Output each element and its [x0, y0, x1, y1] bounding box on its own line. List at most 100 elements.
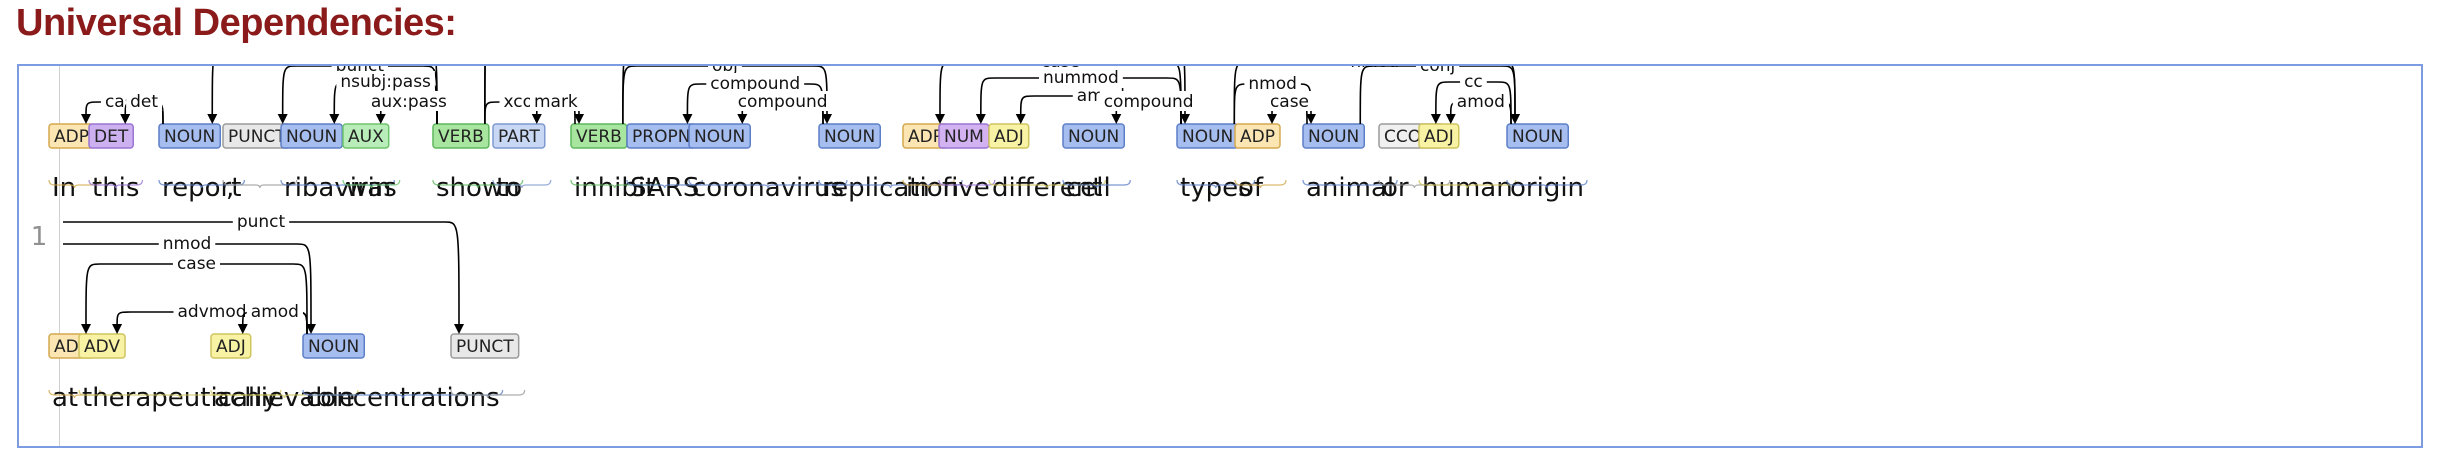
pos-tag-label: ADP — [1240, 127, 1275, 147]
arc-compound: compound — [1099, 91, 1198, 125]
word-text: cell — [1066, 173, 1111, 203]
sentence-line-number: 1 — [30, 222, 48, 252]
arc-arrowhead — [1111, 114, 1122, 124]
word-text: of — [1238, 173, 1264, 203]
token-: PUNCT. — [450, 333, 526, 413]
arc-arrowhead — [531, 114, 542, 124]
pos-tag-label: ADP — [908, 127, 943, 147]
pos-tag-label: NOUN — [1308, 127, 1359, 147]
arc-nmod: nmodnmod — [63, 66, 486, 334]
pos-tag-label: NOUN — [694, 127, 745, 147]
arc-arrowhead — [1306, 114, 1316, 124]
dependency-graph: ADPInDETthisNOUNreportPUNCT,NOUNribaviri… — [48, 66, 1588, 413]
pos-tag-label: NUM — [944, 127, 984, 147]
arc-arrowhead — [1180, 114, 1190, 124]
pos-tag-label: ADV — [84, 337, 120, 357]
token-five: NUM five — [938, 123, 996, 203]
arc-label: case — [177, 254, 216, 274]
token-bracket — [492, 179, 552, 189]
token-bracket — [88, 179, 144, 189]
arc-compound: compound — [733, 91, 832, 125]
arc-label-bg — [232, 211, 290, 231]
pos-tag-label: ADJ — [216, 337, 246, 357]
pos-tag-box — [342, 123, 390, 149]
pos-tag-label: NOUN — [1512, 127, 1563, 147]
arc-line — [85, 263, 308, 335]
pos-tag-label: ADJ — [1424, 127, 1454, 147]
pos-tag-label: VERB — [576, 127, 622, 147]
arc-arrowhead — [80, 114, 91, 124]
arc-label: conj — [1420, 66, 1455, 76]
word-text: five — [942, 173, 990, 203]
arc-label-bg — [1460, 71, 1487, 91]
arc-arrowhead — [1266, 114, 1277, 124]
pos-tag-label: NOUN — [824, 127, 875, 147]
pos-tag-label: PUNCT — [228, 127, 286, 147]
arc-label-bg — [1416, 66, 1460, 75]
pos-tag-label: NOUN — [164, 127, 215, 147]
arc-label: compound — [1104, 92, 1194, 112]
pos-tag-label: PROPN — [632, 127, 690, 147]
arc-label-bg — [707, 66, 742, 75]
arc-arrowhead — [1510, 114, 1520, 124]
arc-label: nmod — [1350, 66, 1399, 72]
arc-line — [1359, 66, 1516, 125]
pos-tag-label: PART — [498, 127, 540, 147]
arc-advmod: advmod — [112, 301, 308, 335]
arc-arrowhead — [574, 114, 584, 124]
arc-line — [939, 66, 1182, 125]
section-heading: Universal Dependencies: — [16, 2, 457, 44]
arc-arrowhead — [277, 114, 288, 124]
arc-case: case — [1265, 91, 1314, 125]
arc-line-incoming — [63, 243, 312, 328]
arc-label: nsubj:pass — [340, 72, 431, 92]
arc-label-bg — [331, 66, 389, 75]
pos-tag-box — [818, 123, 882, 149]
arc-arrowhead — [682, 114, 693, 124]
arc-label: det — [130, 92, 158, 112]
token-: PUNCT, — [222, 123, 298, 203]
arc-label-bg — [336, 71, 435, 91]
arc-arrowhead — [1430, 114, 1441, 124]
arc-line-outgoing — [484, 66, 486, 125]
arc-label: compound — [738, 92, 828, 112]
arc-label-bg — [126, 91, 163, 111]
pos-tag-box — [78, 333, 126, 359]
word-text: In — [52, 173, 76, 203]
arc-obl: obl — [207, 66, 438, 125]
pos-tag-box — [432, 123, 490, 149]
arc-label-bg — [529, 91, 582, 111]
arc-aux-pass: aux:pass — [366, 91, 451, 125]
word-text: to — [496, 173, 522, 203]
pos-tag-label: AUX — [348, 127, 384, 147]
word-text: in — [906, 173, 930, 203]
arc-label: advmod — [178, 302, 247, 322]
arc-conj: conj — [1359, 66, 1520, 125]
arc-arrowhead — [934, 114, 945, 124]
arc-mark: mark — [529, 91, 582, 125]
arc-obl: obl — [622, 66, 1190, 125]
token-bracket — [1506, 179, 1588, 189]
pos-tag-box — [1234, 123, 1281, 149]
arc-nummod: nummod — [975, 67, 1182, 125]
pos-tag-label: PUNCT — [456, 337, 514, 357]
arc-line — [281, 66, 438, 125]
arc-label: nmod — [1248, 74, 1297, 94]
pos-tag-label: NOUN — [286, 127, 337, 147]
arc-label-bg — [1099, 91, 1198, 111]
arc-arrowhead — [1015, 114, 1026, 124]
arc-label: cc — [1464, 72, 1483, 92]
arc-arrowhead — [375, 114, 386, 124]
arc-arrowhead — [207, 114, 218, 124]
arc-amod: amod — [237, 301, 308, 335]
arc-arrowhead — [454, 324, 464, 334]
arc-label-bg — [1265, 91, 1314, 111]
arc-label-bg — [706, 73, 805, 93]
